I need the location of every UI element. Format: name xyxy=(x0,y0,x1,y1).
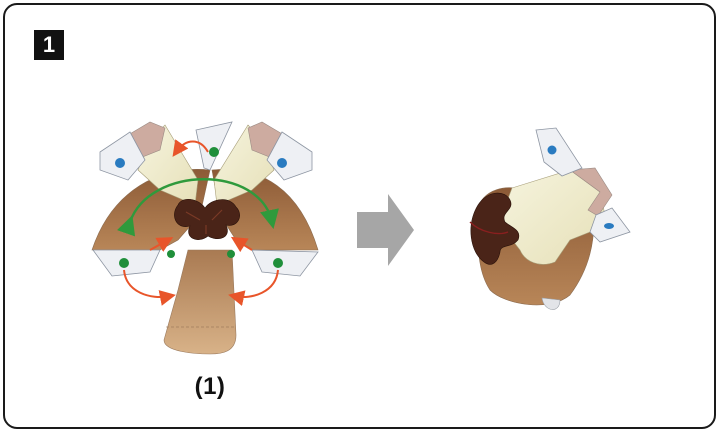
tab-top-left xyxy=(99,131,146,181)
orange-arrow-bottom-right xyxy=(228,269,279,306)
next-step-arrow-icon xyxy=(357,194,414,266)
stem-panel xyxy=(163,249,237,355)
assembled-blue-dot-top xyxy=(547,145,557,155)
green-dot-inner-left xyxy=(167,250,175,258)
green-fold-arrow xyxy=(116,178,279,237)
assembled-tab-top xyxy=(535,127,583,177)
orange-arrow-inner-right xyxy=(230,236,253,253)
tab-bottom-right xyxy=(251,249,319,277)
stem-bottom-stub xyxy=(541,297,561,310)
dark-gill-center xyxy=(174,199,240,240)
orange-arrow-inner-left xyxy=(149,237,174,252)
step-number-badge: 1 xyxy=(34,30,64,60)
green-dot-top xyxy=(209,147,219,157)
tab-mid-left xyxy=(195,121,233,171)
green-dot-inner-right xyxy=(227,250,235,258)
assembled-dark-gill xyxy=(470,192,520,265)
orange-arrow-top xyxy=(172,139,209,157)
green-dot-bottom-left xyxy=(119,258,129,268)
blue-dot-right xyxy=(277,158,287,168)
orange-arrow-bottom-left xyxy=(123,269,176,306)
blue-dot-left xyxy=(115,158,125,168)
part-label: (1) xyxy=(194,373,226,400)
assembled-mushroom-result xyxy=(469,127,631,310)
green-dot-bottom-right xyxy=(273,258,283,268)
assembled-blue-dot-right xyxy=(604,223,614,229)
tab-top-right xyxy=(266,131,313,181)
unfolded-mushroom-piece xyxy=(91,121,319,355)
